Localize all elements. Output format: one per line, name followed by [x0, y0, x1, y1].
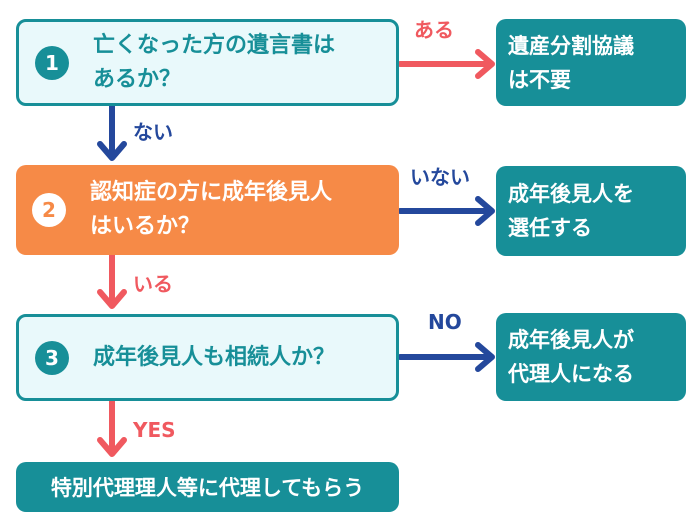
- q2-yes-label: いる: [133, 272, 173, 296]
- q1-no-arrow: [97, 103, 127, 161]
- question-2-box: 2 認知症の方に成年後見人 はいるか？: [16, 165, 399, 255]
- outcome-3-box: 成年後見人が 代理人になる: [496, 313, 686, 401]
- q2-no-label: いない: [410, 165, 470, 189]
- q1-yes-label: ある: [414, 18, 454, 42]
- outcome-2-box: 成年後見人を 選任する: [496, 166, 686, 256]
- question-3-box: 3 成年後見人も相続人か？: [16, 314, 399, 401]
- q1-no-label: ない: [133, 120, 173, 144]
- q2-yes-arrow: [97, 252, 127, 309]
- q2-no-arrow: [397, 196, 495, 226]
- q1-yes-arrow: [397, 49, 495, 79]
- question-2-text: 認知症の方に成年後見人 はいるか？: [90, 180, 333, 239]
- q3-no-arrow: [397, 342, 495, 372]
- question-3-text: 成年後見人も相続人か？: [93, 344, 336, 370]
- final-box: 特別代理理人等に代理してもらう: [16, 462, 399, 512]
- outcome-1-box: 遺産分割協議 は不要: [496, 19, 686, 106]
- question-3-number: 3: [35, 340, 69, 375]
- question-2-number: 2: [32, 193, 66, 227]
- question-1-text: 亡くなった方の遺言書は あるか？: [93, 32, 336, 92]
- question-1-box: 1 亡くなった方の遺言書は あるか？: [16, 19, 399, 106]
- question-1-number: 1: [35, 45, 69, 80]
- q3-yes-arrow: [97, 398, 127, 457]
- q3-yes-label: YES: [133, 418, 176, 442]
- q3-no-label: NO: [428, 310, 462, 334]
